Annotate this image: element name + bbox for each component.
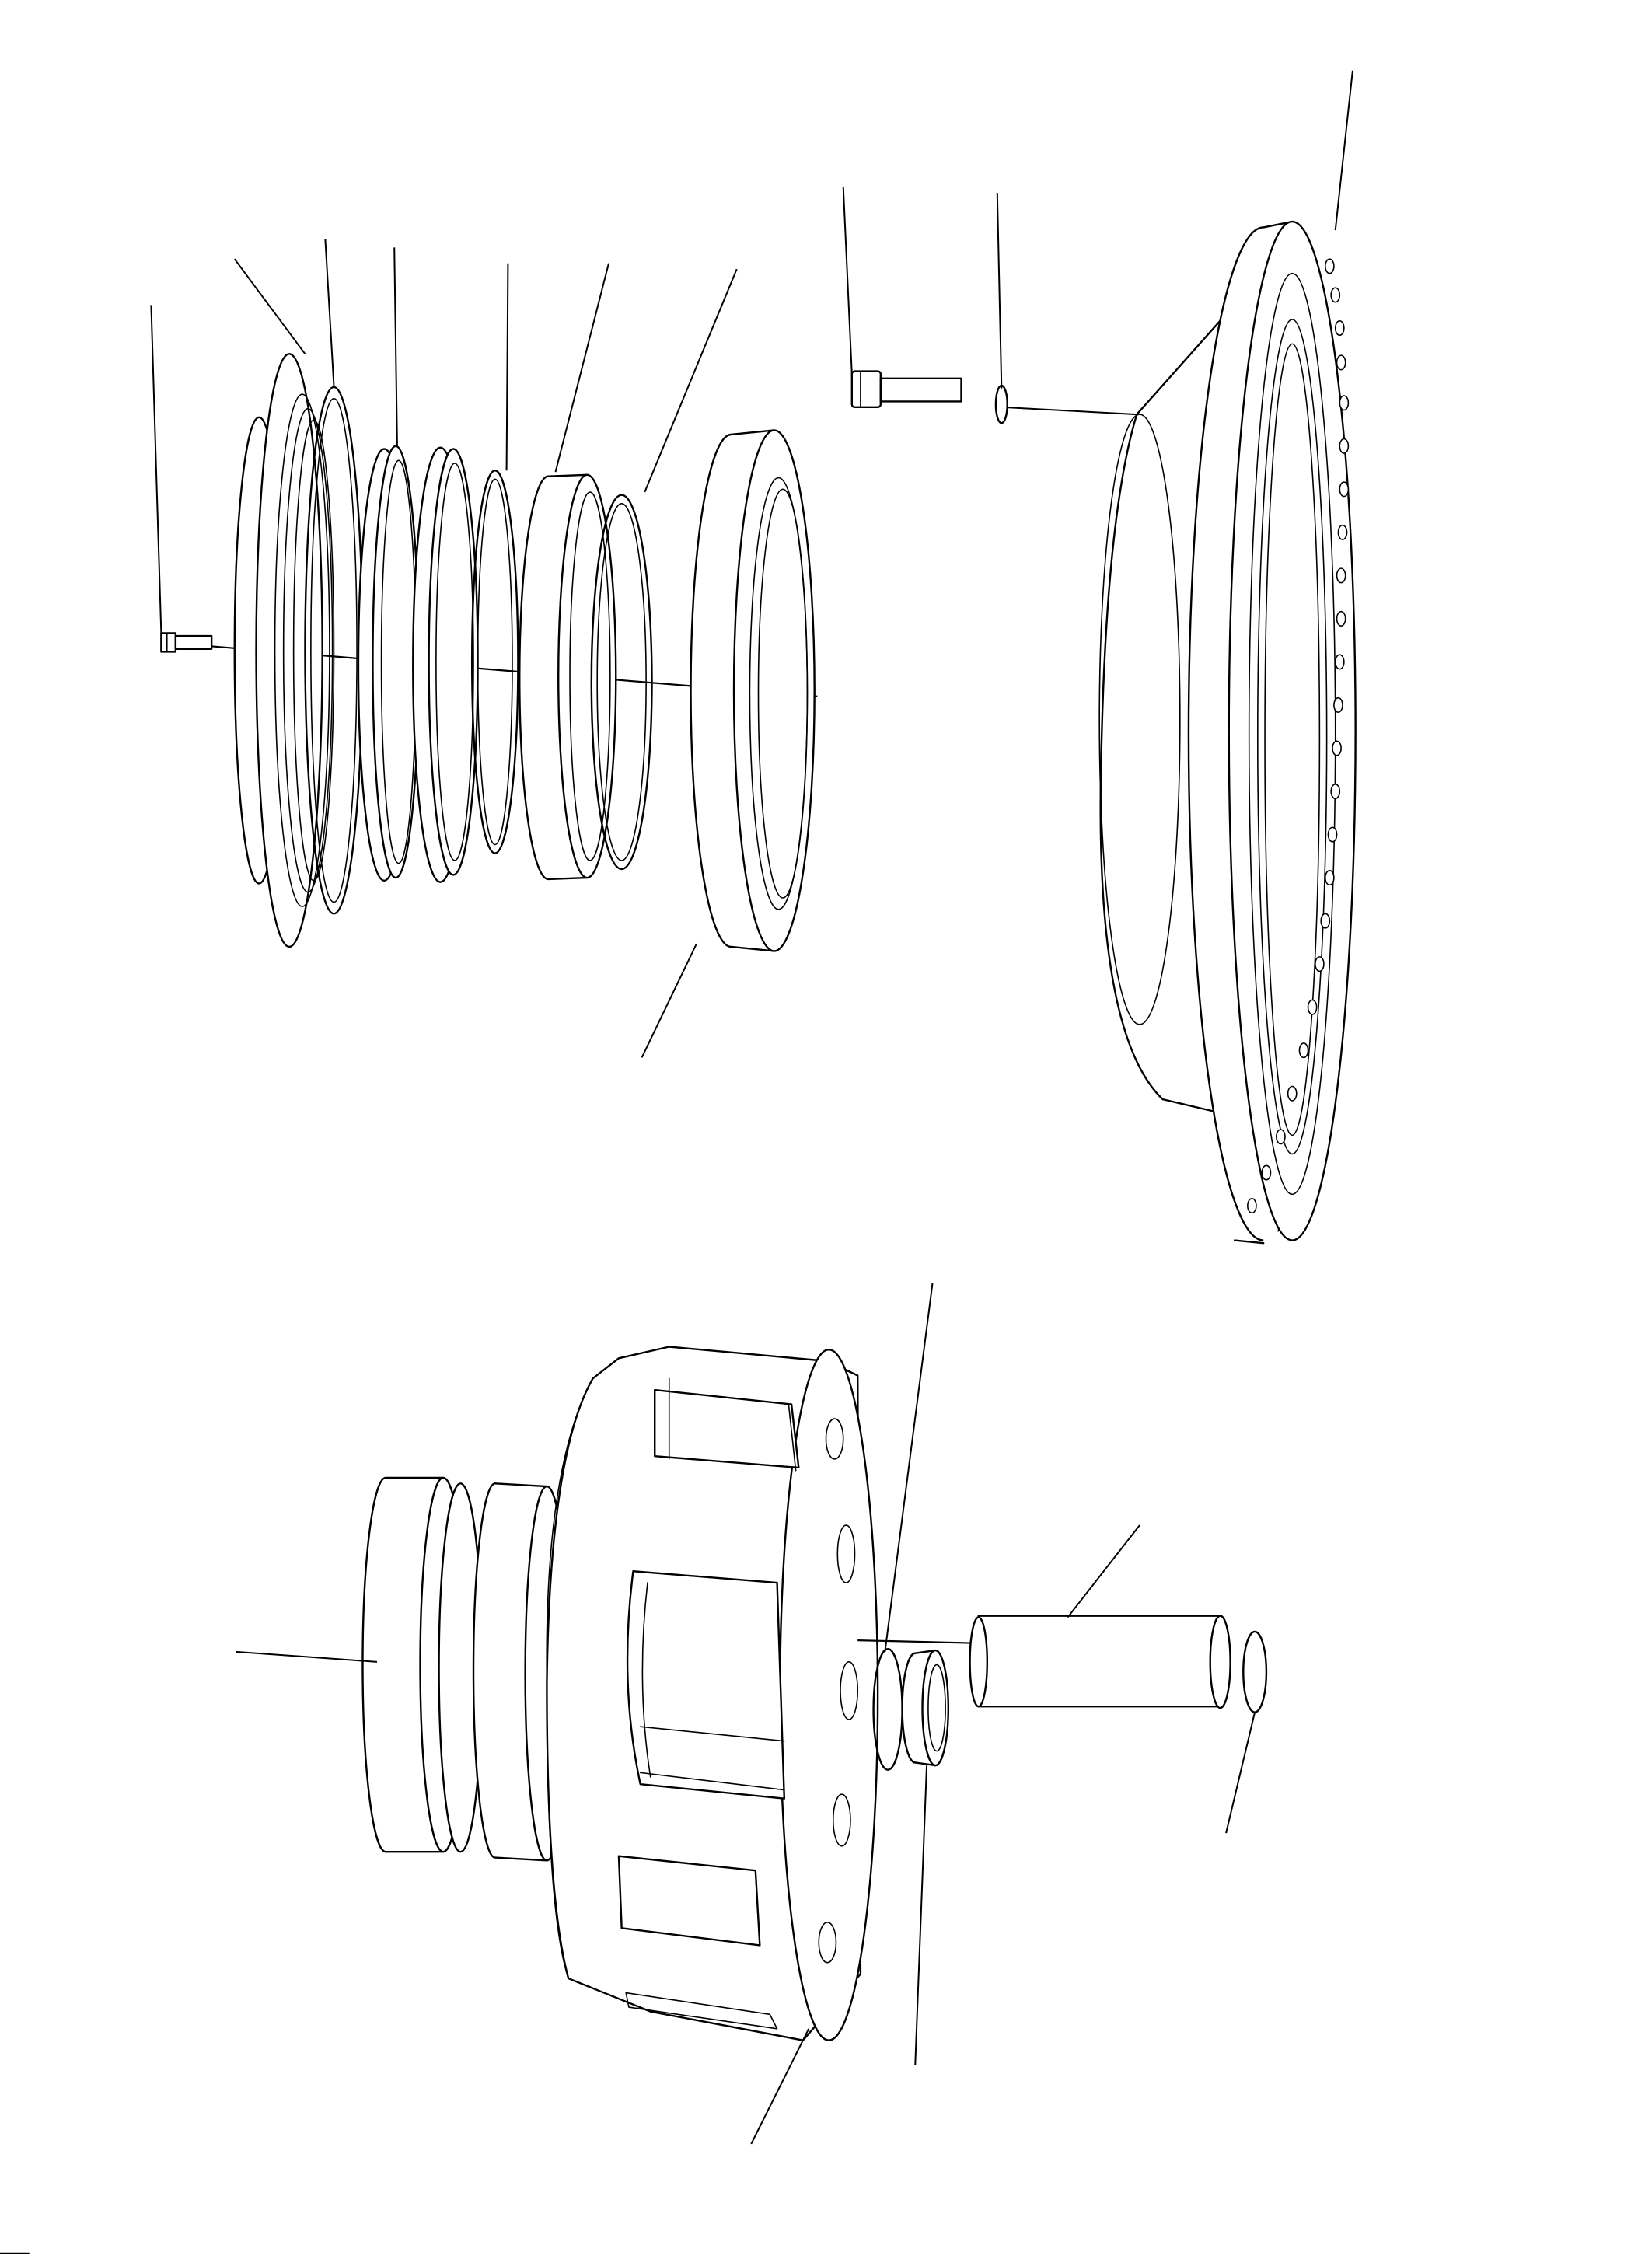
leader-lines: [151, 71, 1353, 2144]
cap-screw: [852, 372, 962, 407]
leader-washer: [997, 193, 1002, 389]
leader-bolt: [151, 305, 161, 633]
hub-housing: [1099, 222, 1355, 1246]
snap-ring-b: [1243, 1632, 1266, 1713]
pin-shaft: [970, 1616, 1231, 1708]
bolt: [161, 633, 211, 651]
leader-o-ring: [644, 269, 736, 492]
snap-ring-a: [472, 470, 518, 853]
leader-bearing-ring: [507, 264, 508, 471]
leader-bearing-cup: [556, 264, 609, 472]
leader-pin-shaft: [1067, 1525, 1140, 1617]
leader-spacer-ring: [394, 247, 397, 445]
leader-planet-gear: [915, 1765, 927, 2065]
spacer-ring: [358, 446, 419, 881]
flange-housing: [235, 354, 334, 947]
leader-thrust-washer: [885, 1283, 932, 1652]
leader-hub-housing: [1336, 71, 1353, 230]
leader-cover-disc: [642, 944, 697, 1057]
cover-disc: [691, 430, 815, 951]
bearing-ring: [413, 448, 477, 882]
leader-planet-carrier: [236, 1652, 377, 1662]
washer: [996, 386, 1008, 423]
leader-cap-screw: [843, 187, 852, 375]
leader-snap-ring-b: [1226, 1713, 1255, 1833]
o-ring: [592, 495, 652, 869]
leader-seal-ring-a: [325, 239, 334, 386]
leader-carrier-front: [751, 2029, 809, 2144]
planet-carrier: [362, 1346, 878, 2040]
planet-gear: [903, 1650, 948, 1765]
bolt-hole-pattern: [1248, 259, 1349, 1213]
axis-line-lower: [857, 1640, 978, 1643]
leader-flange-housing: [235, 259, 306, 354]
